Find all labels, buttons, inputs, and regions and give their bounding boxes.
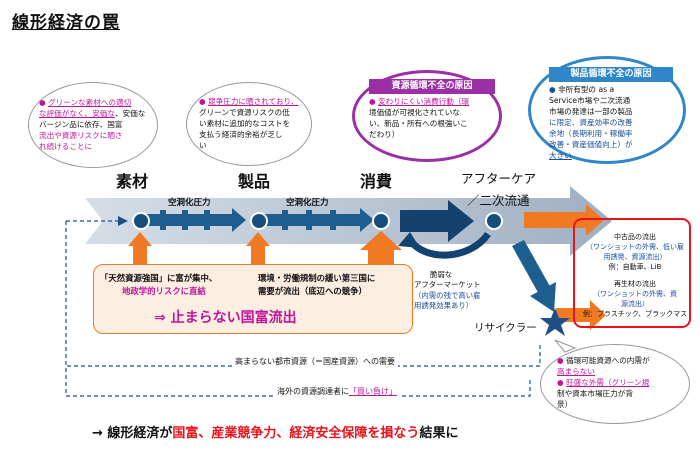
red-box-text: 源流出） — [621, 299, 649, 308]
aftermarket-line: （内需の残で高い雇 — [414, 290, 481, 300]
bubble-material-note: ● グリーンな素材への適切 な評価がなく、安価な、安価な バージン品に依存、国富… — [28, 82, 158, 168]
bubble-text: 市場の発達は一部の製品 — [549, 107, 633, 117]
bubble-product-note: ● 競争圧力に晒されており、 グリーンで資源リスクの低 い素材に追加的なコストを… — [186, 82, 312, 166]
stage-aftercare: アフターケア — [461, 171, 537, 186]
bubble-text: い — [199, 141, 207, 150]
bubble-text: 景） — [557, 400, 573, 409]
aftermarket-note: 脆弱な アフターマーケット （内需の残で高い雇 用誘発効果あり） — [414, 270, 481, 311]
bubble-text: 大きい — [549, 151, 572, 161]
bubble-text: 循環可能資源への内需が — [566, 356, 650, 365]
node-consumption — [372, 212, 390, 230]
recycler-star-icon — [540, 308, 570, 336]
stage-consumption: 消費 — [360, 172, 393, 191]
stage-secondary-market: ／二次流通 — [467, 193, 530, 208]
bubble-text: れ続けることに — [39, 142, 93, 151]
node-product — [250, 212, 268, 230]
product-cause-title: 製品循環不全の原因 — [549, 67, 673, 83]
stage-product: 製品 — [238, 172, 271, 191]
bubble-text: 支払う経済的余裕が乏し — [199, 130, 283, 139]
bubble-text: グリーンな素材への適切 — [48, 98, 132, 107]
pressure-label-left: 空洞化圧力 — [168, 198, 211, 208]
bubble-text: に限定、資産効率の改善 — [549, 118, 633, 128]
bubble-domestic-demand: ● 循環可能資源への内需が 高まらない ● 旺盛な外需（グリーン規 制や資本市場… — [540, 344, 690, 424]
conclusion-prefix: → 線形経済が — [92, 426, 173, 441]
bubble-text: Service市場や二次流通 — [549, 96, 631, 106]
bubble-text: 競争圧力に晒されており、 — [208, 97, 299, 106]
bubble-text: 旺盛な外需（グリーン規 — [566, 378, 650, 387]
pressure-label-mid: 空洞化圧力 — [286, 198, 329, 208]
orange-box-right-line2: 需要が流出（底辺への競争） — [258, 286, 367, 297]
bubble-text: な評価がなく、安価な — [39, 109, 115, 118]
pressure-arrow-left — [142, 208, 246, 232]
recycler-arrow — [512, 240, 556, 312]
orange-box-right-line1: 環境・労働規制の緩い第三国に — [258, 273, 376, 283]
conclusion-highlight: 国富、産業競争力、経済安全保障を損なう — [172, 426, 420, 441]
bubble-text: バージン品に依存、国富 — [39, 120, 123, 129]
page-title: 線形経済の罠 — [12, 13, 120, 33]
bubble-text: 高まらない — [557, 367, 595, 376]
bubble-text: 境価値が可視化されていな — [369, 108, 460, 118]
consumption-flow-arrow — [400, 200, 474, 242]
bubble-consumption-cause: 資源循環不全の原因 ● 変わりにくい消費行動（環 境価値が可視化されていな い、… — [352, 70, 502, 162]
bubble-text: グリーンで資源リスクの低 — [199, 108, 290, 117]
red-box-example: 例：プラスチック、ブラックマス — [582, 309, 688, 318]
overseas-buyers-label: 海外の資源調達者に「買い負け」 — [274, 386, 400, 397]
bubble-text: 変わりにくい消費行動（環 — [378, 97, 470, 107]
aftermarket-line: 脆弱な — [430, 270, 453, 279]
red-box-text: 用誘発、資源流出） — [603, 253, 667, 262]
aftermarket-line: アフターマーケット — [414, 280, 481, 290]
conclusion-suffix: 結果に — [419, 426, 459, 441]
node-aftercare — [485, 212, 503, 230]
used-goods-outflow-heading: 中古品の流出 — [614, 233, 656, 241]
consumption-cause-title: 資源循環不全の原因 — [369, 79, 495, 95]
bubble-text: 非所有型の as a — [558, 85, 615, 95]
orange-box-left-line1: 「天然資源強国」に富が集中、 — [100, 273, 218, 283]
recycled-material-outflow-heading: 再生材の流出 — [614, 279, 656, 288]
national-wealth-outflow-headline: ⇒ 止まらない国富流出 — [154, 310, 297, 326]
national-wealth-outflow-box: 「天然資源強国」に富が集中、 地政学的リスクに直結 環境・労働規制の緩い第三国に… — [93, 264, 413, 334]
orange-box-left-line2: 地政学的リスクに直結 — [122, 286, 206, 297]
bubble-text: い素材に追加的なコストを — [199, 119, 291, 128]
aftermarket-line: 用誘発効果あり） — [414, 301, 474, 311]
urban-resource-demand-label: 高まらない都市資源（＝国産資源）への需要 — [232, 356, 398, 367]
pressure-arrow-mid — [262, 208, 374, 232]
orange-up-arrows — [128, 231, 402, 268]
bubble-text: 余地（長期利用・稼働率 — [549, 129, 633, 139]
bubble-text: 流出や資源リスクに晒さ — [39, 131, 123, 140]
bubble-text: い、新品・所有への根強いこ — [369, 119, 468, 129]
overseas-prefix: 海外の資源調達者に — [277, 387, 349, 396]
bubble-text: 改善・資産価値向上）が — [549, 140, 633, 150]
outbid-highlight: 「買い負け」 — [349, 387, 397, 396]
conclusion: → 線形経済が国富、産業競争力、経済安全保障を損なう結果に — [92, 422, 458, 441]
bubble-text: だわり） — [369, 130, 400, 140]
bubble-product-cause: 製品循環不全の原因 ● 非所有型の as a Service市場や二次流通 市場… — [528, 56, 686, 164]
recycler-label: リサイクラー — [474, 322, 537, 334]
red-box-text: （ワンショットの外需、資 — [593, 289, 677, 298]
outflow-box: 中古品の流出 （ワンショットの外需、低い雇 用誘発、資源流出） 例：自動車、Li… — [573, 218, 691, 328]
node-material — [132, 212, 150, 230]
bubble-text: 制や資本市場圧力が背 — [557, 389, 633, 398]
red-box-text: （ワンショットの外需、低い雇 — [586, 243, 684, 252]
stage-material: 素材 — [116, 172, 149, 191]
red-box-example: 例：自動車、LiB — [608, 263, 662, 272]
